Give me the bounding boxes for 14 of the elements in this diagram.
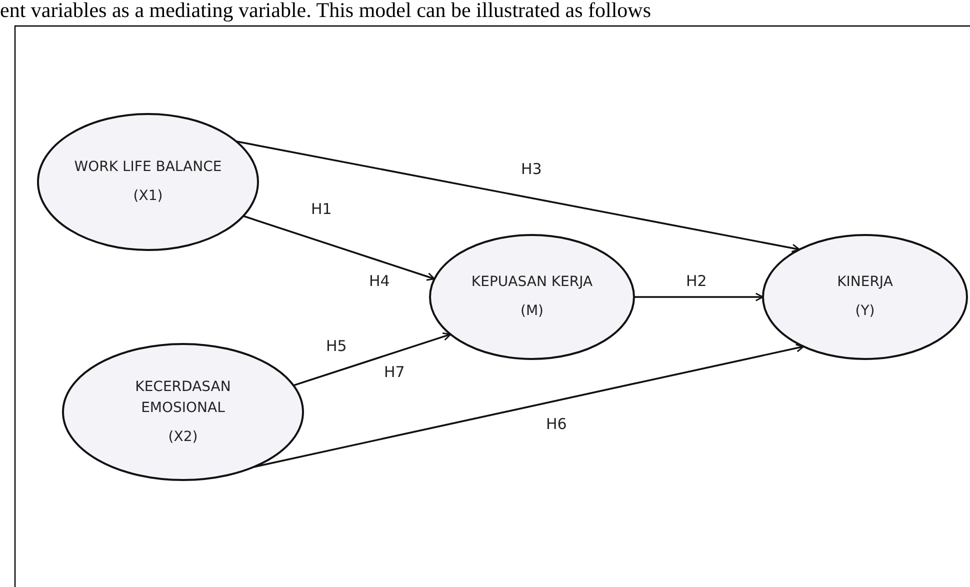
- arrow: [634, 292, 764, 302]
- node-label: (X2): [168, 428, 198, 446]
- intro-sentence: ent variables as a mediating variable. This model can be illustrated as follows: [0, 0, 651, 23]
- node-label: KEPUASAN KERJA: [471, 273, 593, 292]
- node-label: KINERJA: [837, 273, 893, 292]
- node-label: (X1): [133, 187, 163, 206]
- arrow: [293, 332, 452, 386]
- node-label: KECERDASAN EMOSIONAL: [134, 378, 232, 418]
- node-label: WORK LIFE BALANCE: [74, 158, 222, 177]
- node-label: (Y): [855, 302, 875, 321]
- node-label: (M): [520, 302, 544, 321]
- arrow: [253, 344, 804, 468]
- arrow: [236, 140, 800, 252]
- arrow: [242, 215, 436, 281]
